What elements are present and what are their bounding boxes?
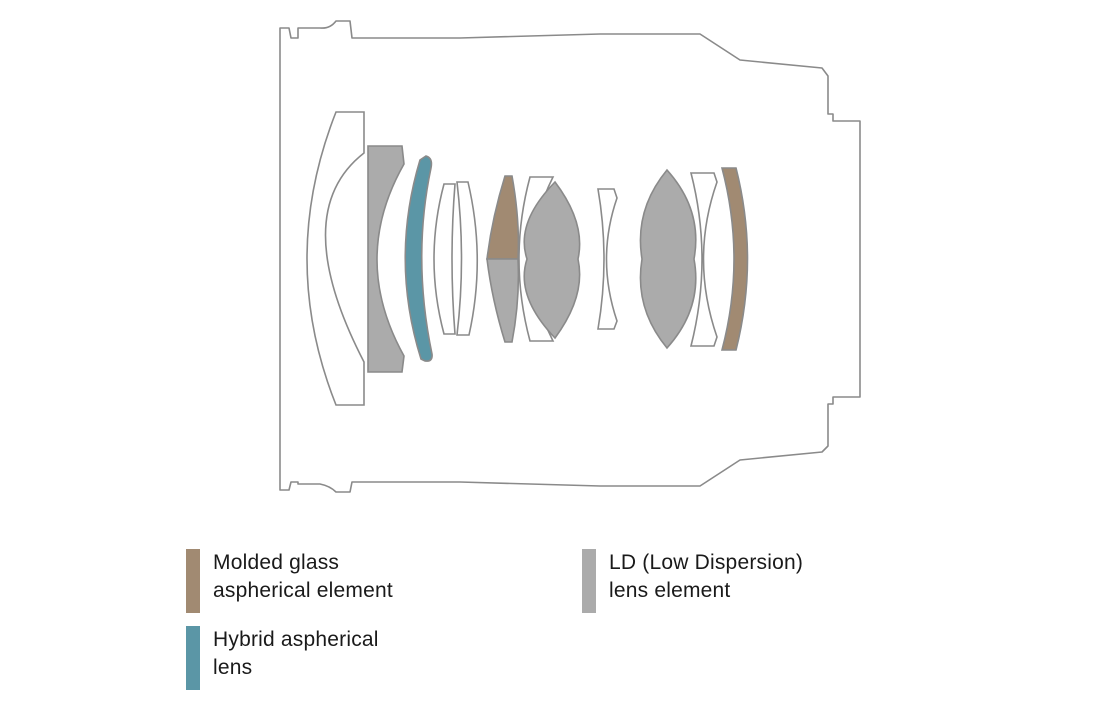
lens-element-1	[306, 111, 365, 406]
lens-element-6-molded-upper	[486, 175, 520, 260]
lens-element-11	[689, 172, 718, 347]
legend-swatch-molded-glass	[186, 549, 200, 613]
lens-element-9	[597, 188, 618, 330]
legend-label-hybrid-line1: Hybrid aspherical	[213, 628, 379, 651]
legend-swatch-hybrid	[186, 626, 200, 690]
lens-element-12-molded	[720, 167, 749, 351]
lens-element-8-ld	[523, 180, 581, 340]
legend-label-hybrid-line2: lens	[213, 656, 253, 679]
lens-element-6-ld-lower	[486, 258, 520, 343]
lens-element-4	[433, 183, 456, 335]
legend-label-ld-line1: LD (Low Dispersion)	[609, 551, 804, 574]
lens-element-5	[456, 181, 479, 336]
legend-swatch-ld	[582, 549, 596, 613]
legend-item-molded-glass: Molded glass aspherical element	[186, 549, 393, 613]
lens-element-3-hybrid	[404, 155, 433, 362]
legend-label-ld-line2: lens element	[609, 579, 731, 602]
lens-element-10-ld	[639, 168, 697, 350]
legend-label-molded-line2: aspherical element	[213, 579, 393, 602]
legend-item-hybrid: Hybrid aspherical lens	[186, 626, 379, 690]
legend-label-molded-line1: Molded glass	[213, 551, 340, 574]
lens-element-2-ld	[367, 145, 405, 373]
legend-item-ld: LD (Low Dispersion) lens element	[582, 549, 803, 613]
lens-construction-diagram	[279, 20, 861, 493]
lens-barrel-outline	[279, 20, 861, 493]
